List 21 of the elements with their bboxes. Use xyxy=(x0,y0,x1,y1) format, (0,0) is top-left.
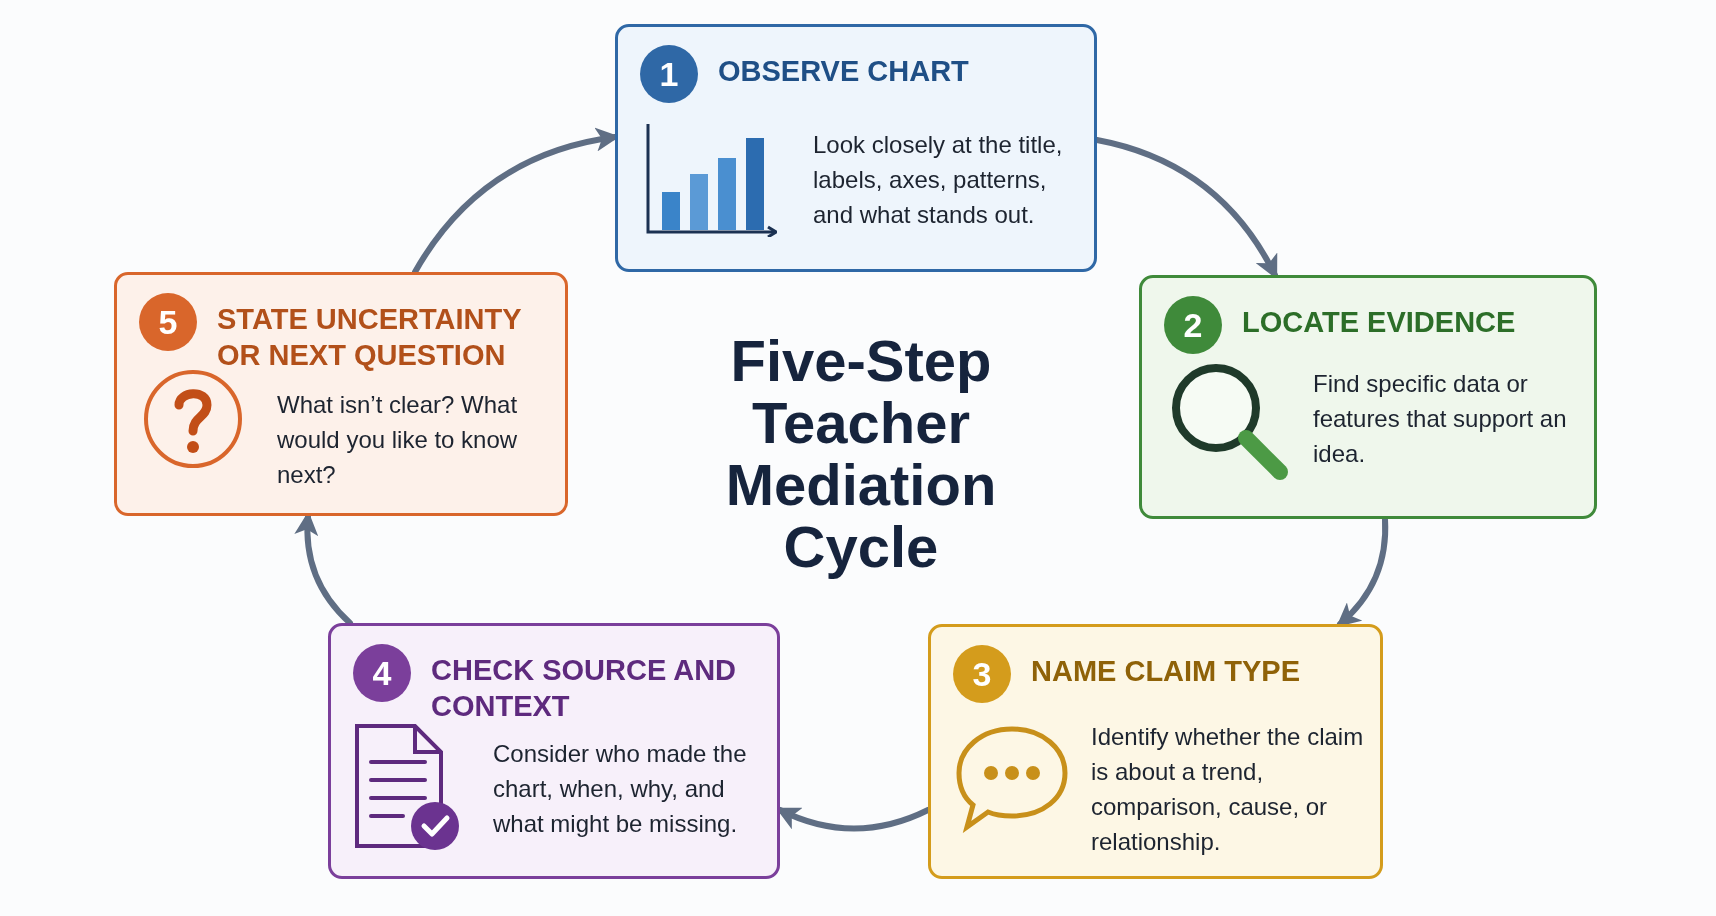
step-number: 1 xyxy=(640,45,698,103)
step-number: 2 xyxy=(1164,296,1222,354)
step-heading: CHECK SOURCE AND CONTEXT xyxy=(431,653,738,724)
diagram-title: Five-Step Teacher Mediation Cycle xyxy=(724,330,998,578)
step-description: What isn’t clear? What would you like to know next? xyxy=(277,390,519,490)
step-description: Find specific data or features that support an idea. xyxy=(1313,369,1568,469)
step-number: 3 xyxy=(953,645,1011,703)
step-heading: LOCATE EVIDENCE xyxy=(1242,305,1517,340)
step-number: 5 xyxy=(139,293,197,351)
step-description: Consider who made the chart, when, why, and what might be missing. xyxy=(493,739,748,839)
step-description: Look closely at the title, labels, axes, patterns, and what stands out. xyxy=(813,130,1064,230)
step-card xyxy=(114,272,568,516)
step-card xyxy=(1139,275,1597,519)
step-number: 4 xyxy=(353,644,411,702)
step-description: Identify whether the claim is about a trend, comparison, cause, or relationship. xyxy=(1091,722,1365,857)
step-card xyxy=(328,623,780,879)
step-heading: STATE UNCERTAINTY OR NEXT QUESTION xyxy=(217,302,522,373)
step-card xyxy=(615,24,1097,272)
step-card xyxy=(928,624,1383,879)
step-heading: OBSERVE CHART xyxy=(718,54,970,89)
step-heading: NAME CLAIM TYPE xyxy=(1031,654,1302,689)
